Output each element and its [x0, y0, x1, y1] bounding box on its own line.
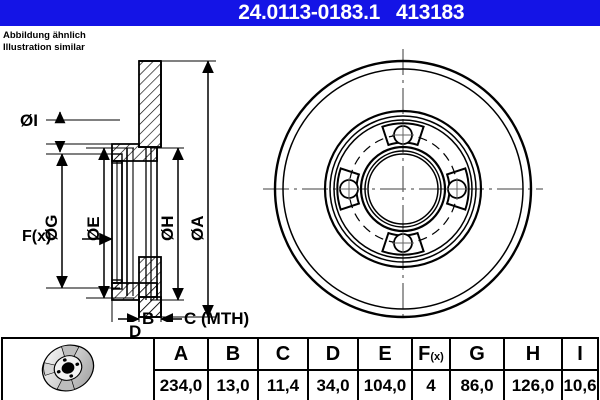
centerlines	[263, 49, 543, 322]
pocket-left	[336, 167, 361, 211]
label-dim-C: C (MTH)	[184, 309, 250, 328]
value-E: 104,0	[357, 369, 413, 400]
table-value-row: 234,0 13,0 11,4 34,0 104,0 4 86,0 126,0 …	[2, 369, 599, 400]
disc-thumbnail-cell	[1, 337, 155, 400]
spec-table: A B C D E F(x) G H I 234,0 13,0 11,4 34,…	[1, 337, 599, 400]
dim-D	[111, 300, 162, 322]
section-hub-wall	[111, 160, 123, 284]
cross-section-view	[111, 60, 162, 318]
bore-ring-mid	[364, 150, 442, 228]
label-dia-I: ØI	[20, 111, 38, 130]
technical-drawing: ØI ØG ØE ØH ØA F(x) B C (MTH) D	[0, 26, 600, 340]
front-view	[263, 49, 543, 322]
col-header-Fx-base: F	[418, 342, 431, 365]
dim-E	[86, 147, 134, 299]
hat-ring-2	[329, 115, 477, 263]
value-G: 86,0	[449, 369, 505, 400]
section-bore-lines	[126, 148, 134, 296]
hat-ring-3	[333, 119, 473, 259]
label-dia-E: ØE	[84, 216, 103, 241]
bore-ring-outer	[359, 145, 447, 233]
col-header-Fx-sub: (x)	[430, 350, 444, 363]
drawing-canvas	[46, 49, 543, 322]
brake-disc-thumbnail	[41, 344, 95, 391]
col-header-C: C	[257, 337, 309, 371]
pocket-top	[381, 122, 425, 147]
hat-outer-ring	[323, 109, 483, 269]
caption-line-en: Illustration similar	[3, 41, 85, 53]
label-dia-H: ØH	[158, 215, 177, 242]
reference-number: 413183	[396, 1, 465, 24]
value-I: 10,6	[561, 369, 599, 400]
section-friction-ring-lower-body	[138, 256, 162, 318]
value-D: 34,0	[307, 369, 359, 400]
table-header-row: A B C D E F(x) G H I	[1, 337, 599, 400]
value-H: 126,0	[503, 369, 563, 400]
pocket-bottom	[381, 231, 425, 256]
disc-friction-edge	[282, 68, 524, 310]
col-header-A: A	[153, 337, 209, 371]
col-header-Fx: F(x)	[411, 337, 451, 371]
part-number: 24.0113-0183.1	[238, 1, 380, 24]
value-B: 13,0	[207, 369, 259, 400]
col-header-I: I	[561, 337, 599, 371]
col-header-E: E	[357, 337, 413, 371]
header-bar: 24.0113-0183.1 413183	[0, 0, 600, 26]
value-C: 11,4	[257, 369, 309, 400]
caption-line-de: Abbildung ähnlich	[3, 30, 86, 41]
value-Fx: 4	[411, 369, 451, 400]
col-header-G: G	[449, 337, 505, 371]
hub-pockets	[336, 122, 470, 256]
label-dim-D: D	[129, 322, 142, 341]
col-header-H: H	[503, 337, 563, 371]
value-A: 234,0	[153, 369, 209, 400]
label-f-x: F(x)	[22, 228, 52, 245]
label-dim-B: B	[142, 309, 155, 328]
bore-ring-inner	[367, 153, 439, 225]
bolt-hole-centermarks	[338, 124, 468, 254]
illustration-caption: Abbildung ähnlich Illustration similar	[3, 30, 86, 53]
dim-I	[46, 111, 120, 153]
col-header-D: D	[307, 337, 359, 371]
spec-table-wrap: A B C D E F(x) G H I 234,0 13,0 11,4 34,…	[0, 336, 600, 400]
dimension-lines	[46, 60, 216, 322]
dim-A	[160, 60, 216, 318]
dim-H	[150, 147, 184, 301]
section-friction-ring-top	[138, 60, 162, 148]
disc-outer-edge	[273, 59, 533, 319]
col-header-B: B	[207, 337, 259, 371]
pocket-right	[445, 167, 470, 211]
label-dia-A: ØA	[188, 215, 207, 242]
